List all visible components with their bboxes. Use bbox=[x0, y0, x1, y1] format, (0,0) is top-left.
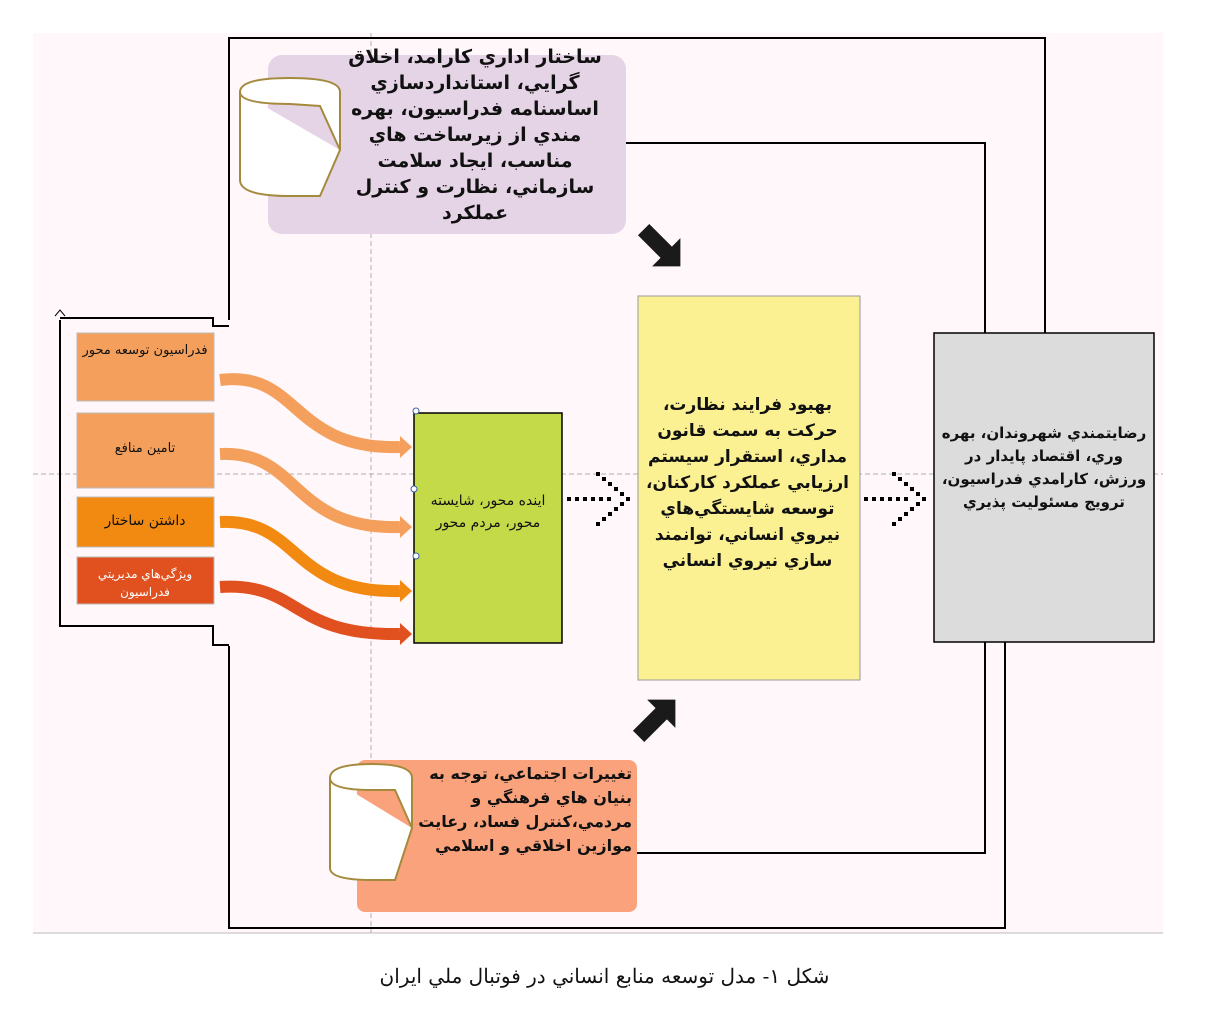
curved-arrow-0-head bbox=[400, 436, 412, 458]
top-box-text: ساختار اداري كارامد، اخلاق گرايي، استاند… bbox=[348, 46, 602, 224]
right-box bbox=[933, 332, 1155, 643]
curved-arrow-0 bbox=[219, 373, 401, 454]
curved-arrow-3 bbox=[219, 580, 401, 641]
right-box-text: رضايتمندي شهروندان، بهره وري، اقتصاد پاي… bbox=[941, 424, 1147, 511]
curved-arrow-2 bbox=[219, 515, 401, 598]
curved-arrow-2-head bbox=[400, 580, 412, 602]
dotted-arrow-1 bbox=[567, 472, 630, 526]
left-box-2 bbox=[76, 496, 215, 548]
dotted-arrow-2 bbox=[864, 472, 926, 526]
curved-arrow-3-head bbox=[400, 623, 412, 645]
center-box-text: بهبود فرايند نظارت، حركت به سمت قانون مد… bbox=[646, 395, 849, 571]
top-box bbox=[268, 55, 626, 234]
left-box-label-3: ويژگي‌هاي مديريتي فدراسيون bbox=[97, 567, 193, 599]
left-box-0 bbox=[76, 332, 215, 402]
green-box bbox=[413, 412, 563, 644]
center-box bbox=[637, 295, 861, 681]
left-box-1 bbox=[76, 412, 215, 489]
bottom-box-text: تغييرات اجتماعي، توجه به بنيان هاي فرهنگ… bbox=[418, 764, 632, 855]
left-container bbox=[59, 320, 229, 646]
figure-caption: شكل ۱- مدل توسعه منابع انساني در فوتبال … bbox=[379, 964, 830, 988]
black-arrow-up bbox=[632, 699, 676, 743]
left-tick bbox=[54, 309, 66, 317]
black-arrow-down bbox=[637, 223, 681, 267]
left-box-label-2: داشتن ساختار bbox=[104, 513, 186, 529]
bottom-cylinder-icon bbox=[329, 762, 414, 881]
outer-frame-bottom bbox=[228, 642, 1006, 929]
outer-frame bbox=[228, 37, 1046, 333]
left-box-3 bbox=[76, 556, 215, 605]
left-box-label-1: تامين منافع bbox=[114, 441, 176, 456]
top-cylinder-icon bbox=[239, 76, 342, 197]
curved-arrow-1-head bbox=[400, 516, 412, 538]
green-box-text: اينده محور، شايسته محور، مردم محور bbox=[430, 493, 546, 531]
handle-dot-0 bbox=[412, 407, 420, 415]
handle-dot-1 bbox=[410, 485, 418, 493]
bottom-box bbox=[357, 760, 637, 912]
curved-arrow-1 bbox=[219, 447, 401, 534]
connector-bottom-to-output bbox=[630, 642, 986, 854]
connector-top-to-output bbox=[620, 142, 986, 333]
handle-dot-2 bbox=[412, 552, 420, 560]
left-box-label-0: فدراسيون توسعه محور bbox=[82, 343, 208, 358]
left-container-top bbox=[60, 317, 229, 327]
